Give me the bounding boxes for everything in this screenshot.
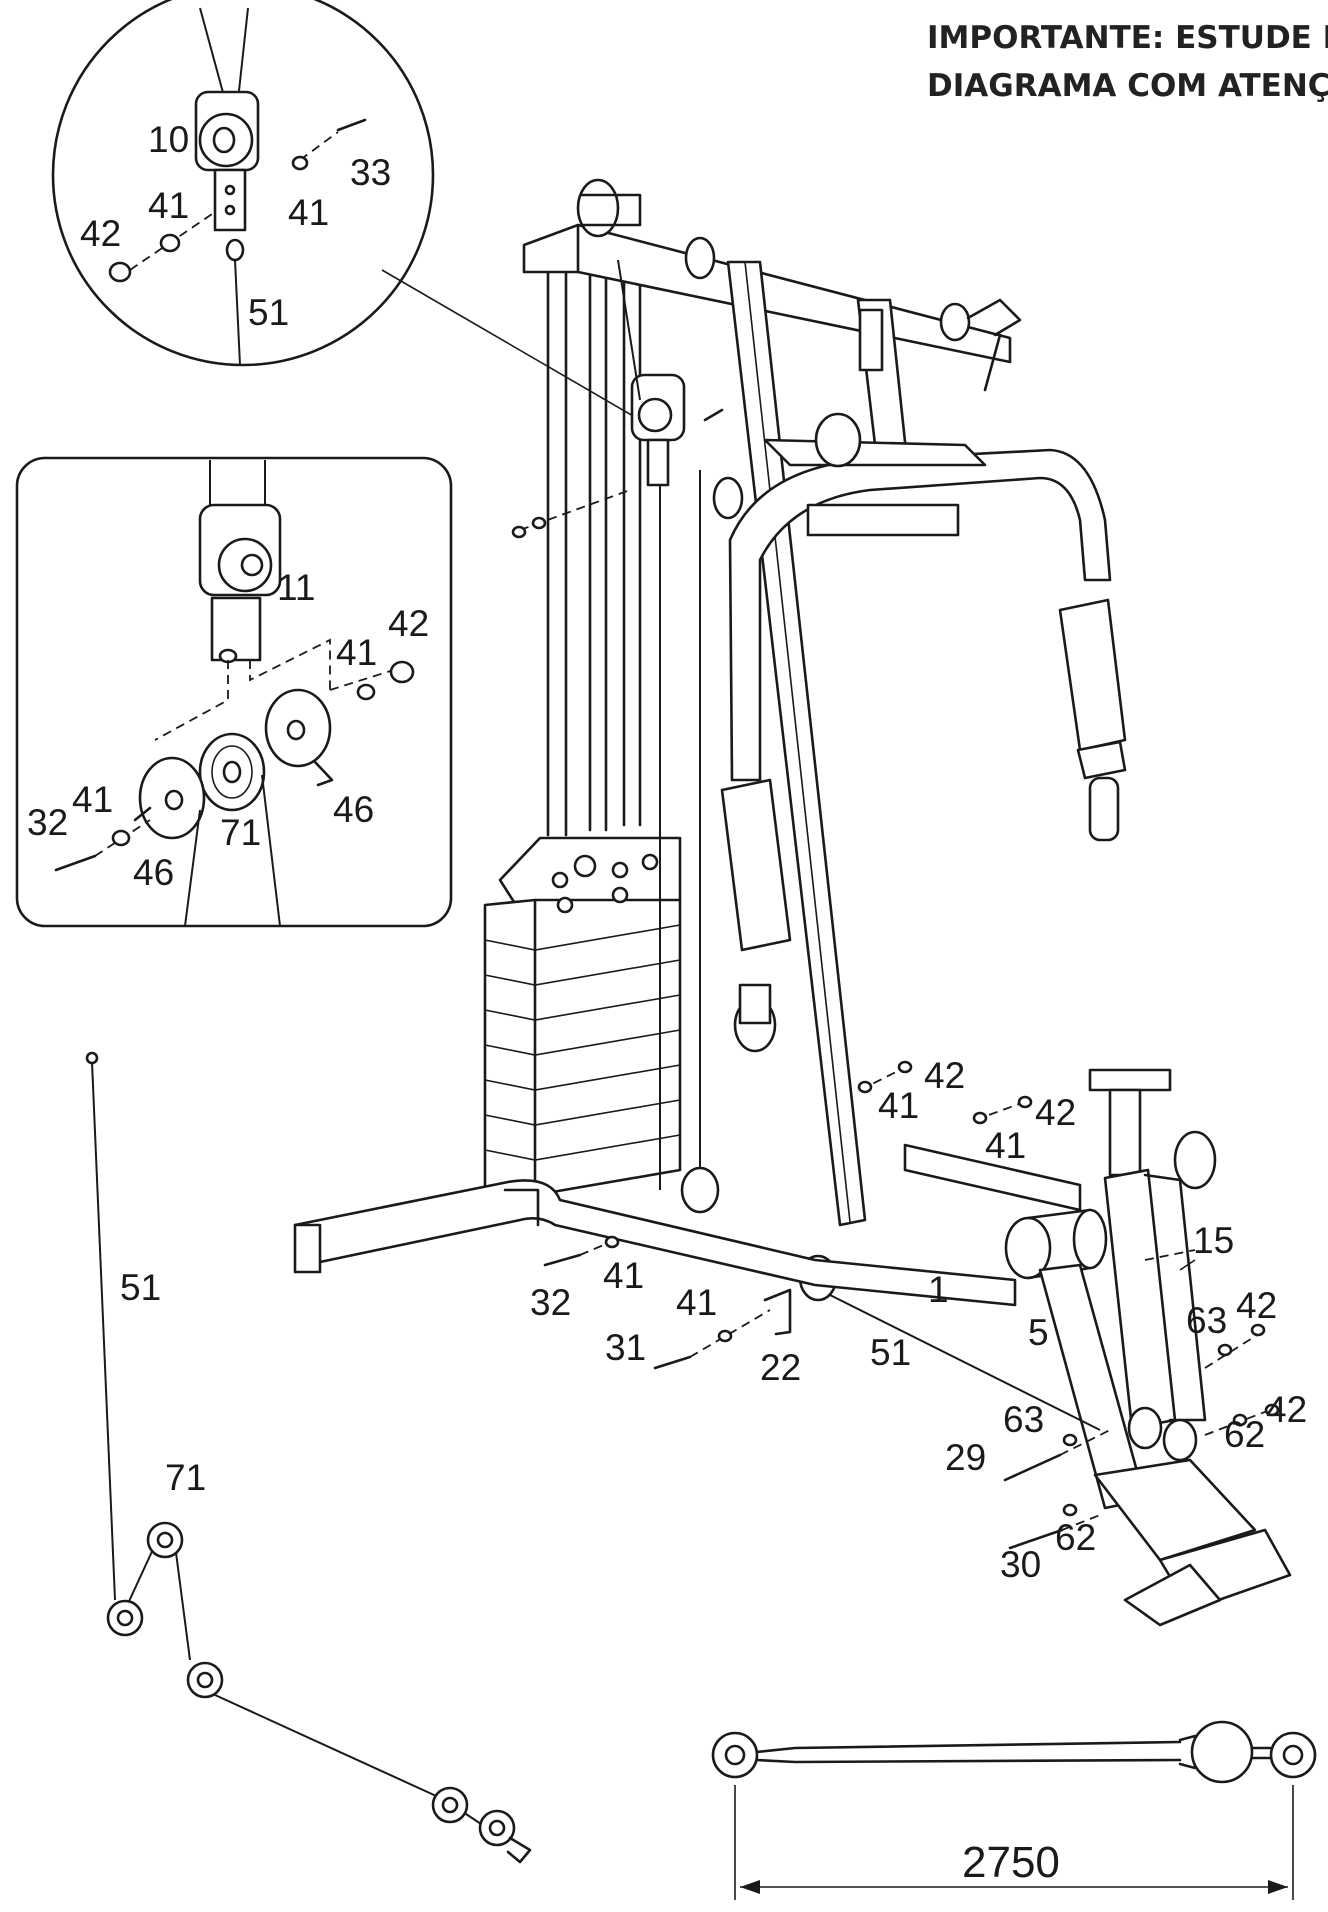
part-label-63: 63 xyxy=(1186,1300,1227,1341)
part-label-63: 63 xyxy=(1003,1399,1044,1440)
warning-line-1: IMPORTANTE: ESTUDE E S xyxy=(927,20,1328,56)
cable-length-dimension: 2750 xyxy=(711,1720,1317,1900)
part-label-41: 41 xyxy=(985,1125,1026,1166)
part-label-32: 32 xyxy=(27,802,68,843)
part-label-11: 11 xyxy=(277,567,315,608)
part-label-41: 41 xyxy=(336,632,377,673)
part-label-15: 15 xyxy=(1193,1220,1234,1261)
weight-plates xyxy=(483,898,682,1197)
part-label-32: 32 xyxy=(530,1282,571,1323)
part-label-42: 42 xyxy=(1266,1389,1307,1430)
part-label-42: 42 xyxy=(388,603,429,644)
part-label-41: 41 xyxy=(676,1282,717,1323)
part-label-41: 41 xyxy=(72,779,113,820)
detail-circle-top-pulley: 10 33 41 42 41 51 xyxy=(51,0,641,421)
part-label-30: 30 xyxy=(1000,1544,1041,1585)
part-label-42: 42 xyxy=(80,213,121,254)
part-label-46: 46 xyxy=(133,852,174,893)
part-label-41: 41 xyxy=(148,185,189,226)
part-label-22: 22 xyxy=(760,1347,801,1388)
part-label-51: 51 xyxy=(870,1332,911,1373)
part-label-42: 42 xyxy=(1035,1092,1076,1133)
machine-frame: 42 41 42 41 15 1 63 42 5 63 42 62 29 62 … xyxy=(293,178,1307,1627)
part-label-10: 10 xyxy=(148,119,189,160)
part-label-42: 42 xyxy=(1236,1285,1277,1326)
part-label-42: 42 xyxy=(924,1055,965,1096)
part-label-71: 71 xyxy=(220,812,261,853)
detail-box-pulley-assembly: 11 42 41 46 32 41 71 46 xyxy=(15,456,453,928)
warning-note: IMPORTANTE: ESTUDE E S DIAGRAMA COM ATEN… xyxy=(927,14,1328,110)
part-label-1: 1 xyxy=(928,1269,949,1310)
part-label-51: 51 xyxy=(120,1267,161,1308)
part-label-71: 71 xyxy=(165,1457,206,1498)
cable-routing-detail: 51 71 xyxy=(85,1051,532,1864)
part-label-62: 62 xyxy=(1055,1517,1096,1558)
part-label-31: 31 xyxy=(605,1327,646,1368)
part-label-33: 33 xyxy=(350,152,391,193)
part-label-51: 51 xyxy=(248,292,289,333)
part-label-41: 41 xyxy=(603,1255,644,1296)
part-label-41: 41 xyxy=(288,192,329,233)
warning-line-2: DIAGRAMA COM ATENÇÃ xyxy=(927,68,1328,104)
part-label-46: 46 xyxy=(333,789,374,830)
part-label-29: 29 xyxy=(945,1437,986,1478)
part-label-62: 62 xyxy=(1224,1414,1265,1455)
dimension-label-2750: 2750 xyxy=(962,1838,1060,1887)
part-label-41: 41 xyxy=(878,1085,919,1126)
part-label-5: 5 xyxy=(1028,1312,1049,1353)
